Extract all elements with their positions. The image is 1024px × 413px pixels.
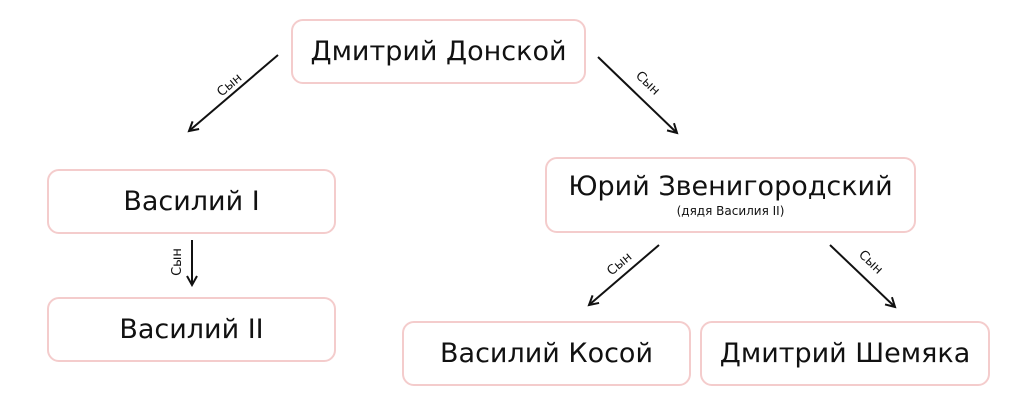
node-title-yuri-zvenigorodsky: Юрий Звенигородский [568,170,893,202]
node-yuri-zvenigorodsky: Юрий Звенигородский (дядя Василия II) [545,157,916,233]
edge-donskoy-to-vasily1 [189,54,279,131]
edge-yuri-to-shemyaka [829,244,895,307]
node-title-dmitry-shemyaka: Дмитрий Шемяка [719,337,971,369]
node-title-vasily-2: Василий II [119,313,264,345]
node-vasily-1: Василий I [47,169,336,234]
edge-label-vasily1-to-vasily2: Сын [170,248,185,276]
node-title-vasily-1: Василий I [123,185,260,217]
edge-donskoy-to-yuri [597,56,677,133]
node-dmitry-donskoy: Дмитрий Донской [291,19,586,84]
node-subtitle-yuri-zvenigorodsky: (дядя Василия II) [676,203,785,218]
node-title-dmitry-donskoy: Дмитрий Донской [310,35,567,67]
node-vasily-kosoy: Василий Косой [402,321,691,386]
node-vasily-2: Василий II [47,297,336,362]
edge-yuri-to-kosoy [589,244,660,305]
node-dmitry-shemyaka: Дмитрий Шемяка [700,321,990,386]
edge-label-yuri-to-kosoy: Сын [604,250,635,279]
node-title-vasily-kosoy: Василий Косой [440,337,653,369]
